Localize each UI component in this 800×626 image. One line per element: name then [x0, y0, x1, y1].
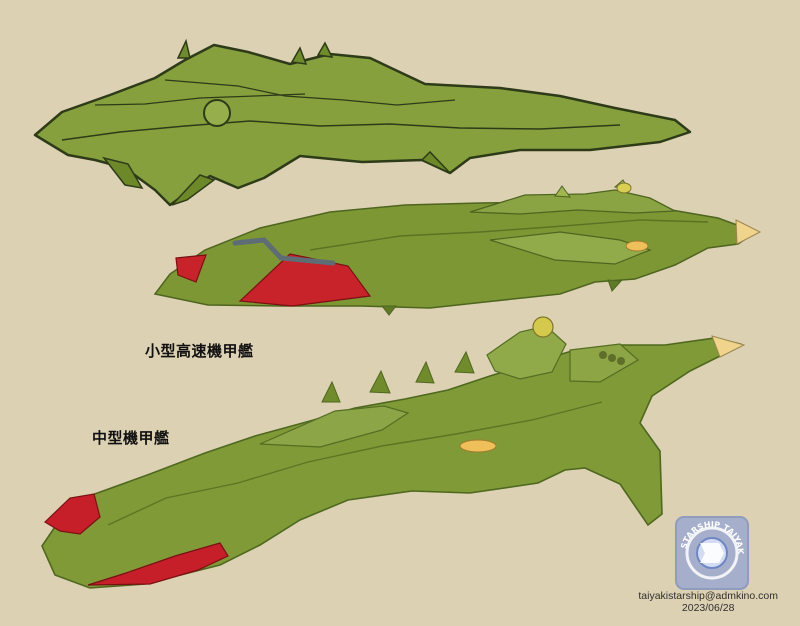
credit-date: 2023/06/28 — [681, 602, 735, 614]
sketch-ship — [33, 38, 692, 207]
small-fast-ship — [153, 179, 762, 316]
small-fast-ship-label: 小型高速機甲艦 — [145, 342, 254, 360]
credit-block: taiyakistarship@admkino.com 2023/06/28 — [638, 590, 778, 614]
medium-armored-ship — [41, 316, 746, 589]
credit-email: taiyakistarship@admkino.com — [638, 590, 778, 602]
medium-ship-label: 中型機甲艦 — [92, 429, 170, 447]
starship-taiyaki-stamp: STARSHIP TAIYAKI — [672, 513, 749, 590]
